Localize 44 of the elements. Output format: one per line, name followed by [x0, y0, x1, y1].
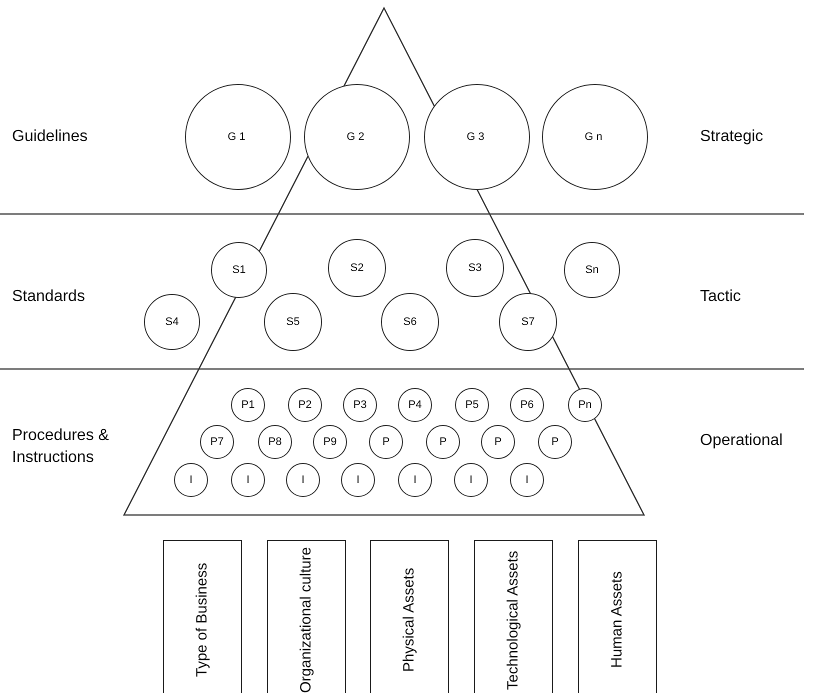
circle-node: Sn — [564, 242, 620, 298]
circle-node: P1 — [231, 388, 265, 422]
circle-node: I — [341, 463, 375, 497]
circle-node: S6 — [381, 293, 439, 351]
circle-node: P7 — [200, 425, 234, 459]
circle-node: S7 — [499, 293, 557, 351]
tier-label: Tactic — [700, 287, 741, 307]
circle-node: P — [481, 425, 515, 459]
circle-node: S5 — [264, 293, 322, 351]
factor-box: Organizational culture — [267, 540, 346, 693]
circle-node: P3 — [343, 388, 377, 422]
circle-node: S4 — [144, 294, 200, 350]
level-label: Guidelines — [12, 127, 88, 147]
circle-node: Pn — [568, 388, 602, 422]
factor-box: Human Assets — [578, 540, 657, 693]
circle-node: I — [510, 463, 544, 497]
circle-node: S3 — [446, 239, 504, 297]
circle-node: S2 — [328, 239, 386, 297]
circle-node: P5 — [455, 388, 489, 422]
circle-node: P4 — [398, 388, 432, 422]
circle-node: G1 — [185, 84, 291, 190]
level-label: Procedures & Instructions — [12, 426, 110, 468]
tier-label: Strategic — [700, 127, 764, 147]
circle-node: Gn — [542, 84, 648, 190]
level-label: Standards — [12, 287, 85, 307]
circle-node: I — [286, 463, 320, 497]
circle-node: I — [398, 463, 432, 497]
circle-node: G2 — [304, 84, 410, 190]
circle-node: P9 — [313, 425, 347, 459]
circle-node: I — [454, 463, 488, 497]
factor-box: Type of Business — [163, 540, 242, 693]
circle-node: P2 — [288, 388, 322, 422]
circle-node: P — [369, 425, 403, 459]
tier-label: Operational — [700, 431, 783, 451]
circle-node: P6 — [510, 388, 544, 422]
circle-node: S1 — [211, 242, 267, 298]
circle-node: P — [538, 425, 572, 459]
circle-node: G3 — [424, 84, 530, 190]
circle-node: I — [174, 463, 208, 497]
factor-box: Physical Assets — [370, 540, 449, 693]
circle-node: P — [426, 425, 460, 459]
circle-node: P8 — [258, 425, 292, 459]
circle-node: I — [231, 463, 265, 497]
factor-box: Technological Assets — [474, 540, 553, 693]
